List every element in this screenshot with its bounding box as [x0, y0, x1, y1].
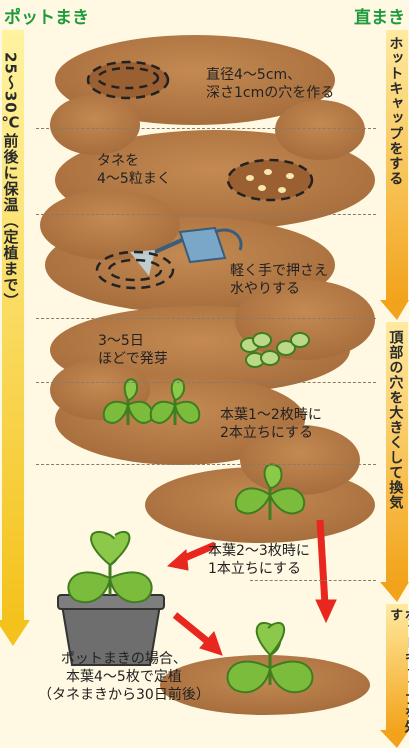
step-label-thin-two: 本葉1〜2枚時に 2本立ちにする — [220, 407, 322, 442]
seedlings-pair-icon — [102, 378, 201, 425]
step-label-transplant: ポットまきの場合、 本葉4〜5枚で定植 （タネまきから30日前後） — [38, 651, 210, 704]
right-bar-label-3: ホットキャップを外す — [387, 608, 409, 734]
left-bar-label: 25〜30℃前後に保温（定植まで） — [1, 52, 20, 309]
arrows — [166, 519, 337, 656]
watering-can-icon — [130, 226, 243, 276]
planting-hole — [86, 60, 170, 100]
separator — [36, 318, 376, 319]
separator — [36, 214, 376, 215]
separator — [250, 580, 376, 581]
seeded-hole — [226, 158, 314, 202]
single-seedling-icon — [234, 463, 306, 520]
left-bar — [0, 30, 30, 646]
separator — [36, 464, 376, 465]
sprouts-icon — [240, 332, 310, 368]
separator — [36, 382, 376, 383]
transplanted-plant-icon — [226, 622, 314, 693]
header-pot-sowing: ポットまき — [4, 8, 89, 28]
separator — [36, 128, 376, 129]
right-bar-label-1: ホットキャップをする — [387, 36, 404, 186]
step-label-water: 軽く手で押さえ 水やりする — [230, 263, 328, 298]
right-bar-1 — [380, 30, 409, 320]
potted-plant-icon — [57, 530, 165, 666]
step-label-germination: 3〜5日 ほどで発芽 — [98, 333, 168, 368]
right-bar-label-2: 頂部の穴を大きくして換気 — [387, 330, 404, 510]
step-label-make-hole: 直径4〜5cm、 深さ1cmの穴を作る — [206, 67, 335, 102]
step-label-thin-one: 本葉2〜3枚時に 1本立ちにする — [208, 543, 310, 578]
header-direct-sowing: 直まき — [354, 8, 405, 28]
watered-hole — [95, 250, 175, 290]
right-bar-3 — [380, 604, 409, 748]
right-bar-2 — [380, 322, 409, 602]
step-label-sow-seeds: タネを 4〜5粒まく — [97, 153, 171, 188]
